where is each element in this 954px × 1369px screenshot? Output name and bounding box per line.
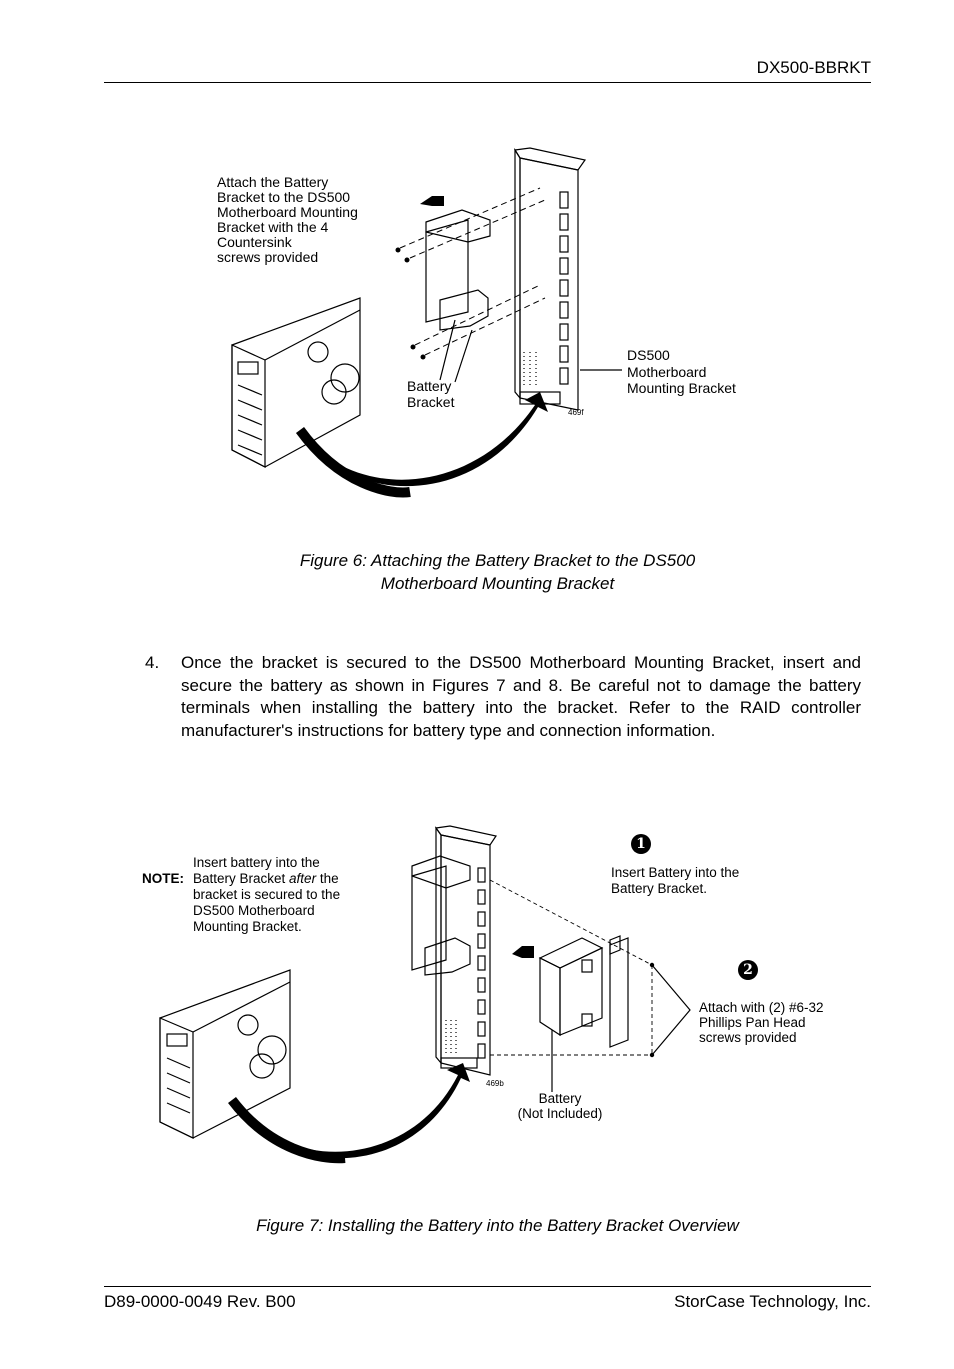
- direction-arrow-shape: [420, 196, 444, 206]
- note-text-post: the bracket is secured to the DS500 Moth…: [193, 871, 341, 934]
- battery-bracket-shape: [425, 219, 469, 323]
- footer-doc-number: D89-0000-0049 Rev. B00: [104, 1292, 296, 1311]
- note-label: NOTE:: [142, 871, 184, 886]
- figure-6-illustration: [231, 147, 622, 498]
- mounting-bracket-front: [519, 157, 579, 411]
- figure-7-caption: Figure 7: Installing the Battery into th…: [256, 1216, 739, 1235]
- move-arrow-shape: [232, 1063, 470, 1159]
- note-block: NOTE:: [142, 855, 184, 887]
- figure-6-caption-line2: Motherboard Mounting Bracket: [380, 574, 615, 593]
- footer-company: StorCase Technology, Inc.: [674, 1292, 871, 1311]
- step-1-text: Insert Battery into the Battery Bracket.: [611, 865, 740, 896]
- callout-ds500-bracket: DS500 Motherboard Mounting Bracket: [627, 347, 736, 396]
- figure-7-code: 469b: [486, 1079, 504, 1088]
- battery-label: Battery (Not Included): [517, 1091, 603, 1121]
- figure-6-code: 469f: [568, 408, 584, 417]
- note-text-pre: Insert battery into the Battery Bracket: [193, 855, 320, 886]
- step-number: 4.: [145, 653, 160, 672]
- figure-6-caption-line1: Figure 6: Attaching the Battery Bracket …: [299, 551, 696, 570]
- step-1-badge: 1: [631, 834, 651, 854]
- callout-battery-bracket: Battery Bracket: [407, 378, 455, 410]
- step-2-badge: 2: [738, 960, 758, 980]
- step-2-text: Attach with (2) #6-32 Phillips Pan Head …: [699, 1000, 824, 1045]
- figure-7-illustration: [159, 825, 691, 1164]
- note-text: Insert battery into the Battery Bracket …: [193, 855, 340, 935]
- bracket-slots: [559, 191, 569, 385]
- callout-attach-bracket: Attach the Battery Bracket to the DS500 …: [217, 174, 358, 265]
- step-text: Once the bracket is secured to the DS500…: [181, 653, 861, 740]
- note-text-em: after: [289, 871, 317, 886]
- footer-rule: [104, 1286, 871, 1287]
- header-rule: [104, 82, 871, 83]
- header-title: DX500-BBRKT: [756, 58, 871, 77]
